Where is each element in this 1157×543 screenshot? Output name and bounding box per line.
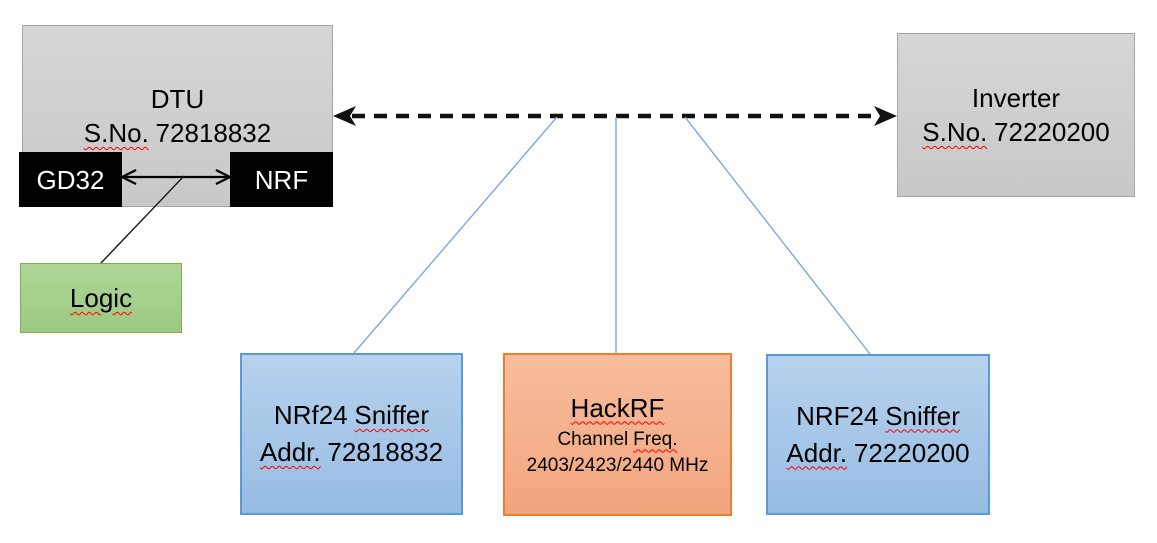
hackrf-freq-word: Freq. — [633, 428, 678, 450]
sniffer-right-name-word: Sniffer — [885, 400, 960, 431]
dtu-serial-number: 72818832 — [155, 118, 272, 148]
inverter-title: Inverter — [971, 83, 1061, 113]
gd32-box: GD32 — [19, 152, 122, 207]
dashed-arrowhead-right — [874, 106, 897, 126]
sniffer-left-name-word: Sniffer — [354, 400, 430, 430]
sniffer-left-addr-line: Addr. 72818832 — [260, 434, 443, 471]
sniffer-right-addr-line: Addr. 72220200 — [786, 435, 969, 472]
dtu-title: DTU — [150, 84, 205, 114]
sniffer-left-name-prefix: NRf24 — [273, 400, 348, 430]
dtu-serial-label: S.No. — [83, 118, 149, 148]
sniffer-right-addr-number: 72220200 — [853, 437, 970, 468]
hackrf-box: HackRF Channel Freq. 2403/2423/2440 MHz — [503, 353, 732, 516]
nrf-box: NRF — [230, 152, 333, 207]
dtu-serial-line: S.No. 72818832 — [84, 116, 271, 150]
hackrf-freq-prefix: Channel — [557, 428, 629, 450]
inverter-serial-label: S.No. — [922, 117, 988, 147]
sniffer-right-name-prefix: NRF24 — [796, 400, 879, 431]
sniffer-left-addr-label: Addr. — [259, 437, 321, 467]
nrf-label: NRF — [254, 164, 309, 195]
hackrf-freq-values-line: 2403/2423/2440 MHz — [527, 453, 709, 479]
sniffer-left-addr-number: 72818832 — [327, 437, 444, 467]
logic-box: Logic — [20, 263, 182, 333]
sniffer-right-name-line: NRF24 Sniffer — [796, 398, 960, 435]
hackrf-freq-values: 2403/2423/2440 MHz — [526, 454, 709, 476]
gd32-label: GD32 — [36, 164, 105, 195]
sniffer-left-box: NRf24 Sniffer Addr. 72818832 — [240, 353, 463, 515]
inverter-serial-number: 72220200 — [994, 117, 1110, 147]
sniffer-right-box: NRF24 Sniffer Addr. 72220200 — [766, 354, 990, 515]
dashed-arrowhead-left — [333, 106, 356, 126]
inverter-serial-line: S.No. 72220200 — [922, 115, 1109, 149]
hackrf-freq-label-line: Channel Freq. — [557, 427, 677, 453]
dtu-inverter-dashed-arrow — [333, 106, 897, 126]
connector-sniffer-left — [353, 116, 558, 354]
hackrf-title: HackRF — [570, 392, 665, 423]
sniffer-left-name-line: NRf24 Sniffer — [274, 397, 429, 434]
dtu-title-line: DTU — [151, 82, 204, 116]
sniffer-right-addr-label: Addr. — [786, 437, 848, 468]
inverter-box: Inverter S.No. 72220200 — [897, 33, 1135, 197]
logic-label: Logic — [69, 283, 133, 313]
inverter-title-line: Inverter — [972, 81, 1060, 115]
hackrf-title-line: HackRF — [571, 391, 665, 425]
connector-sniffer-right — [684, 116, 871, 355]
